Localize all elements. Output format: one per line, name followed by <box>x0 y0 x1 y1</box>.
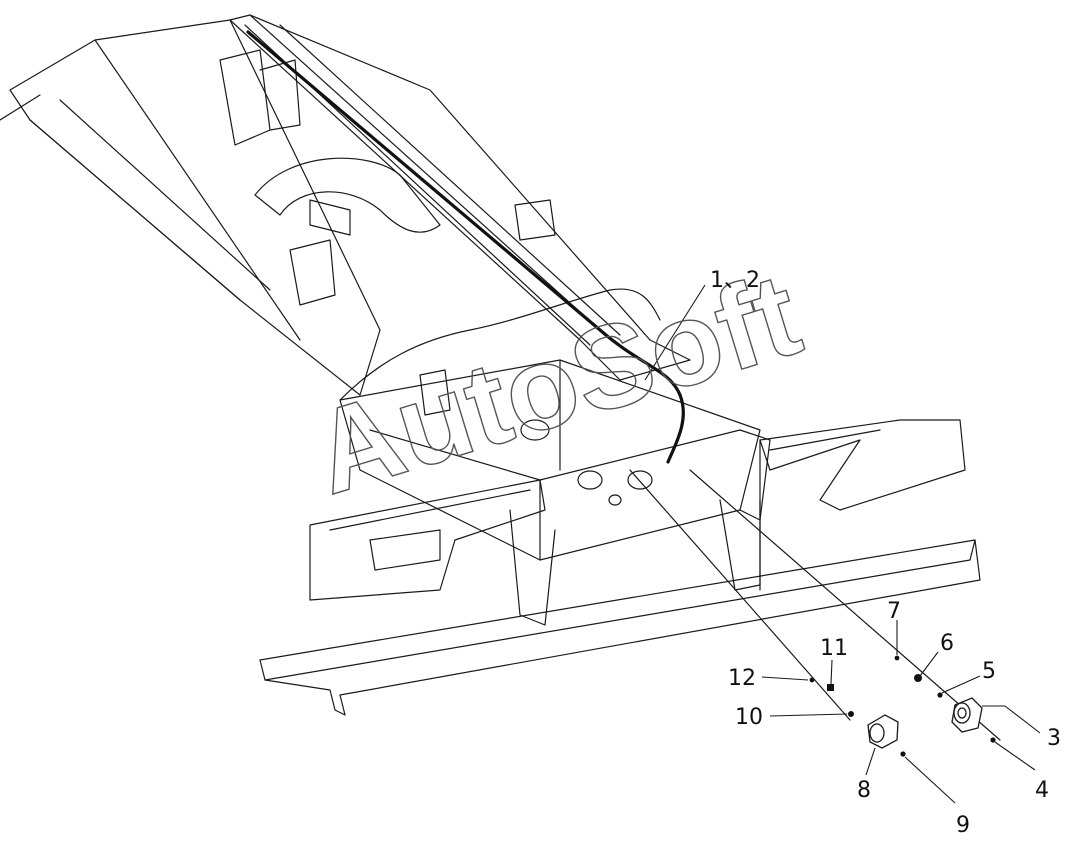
callout-6: 6 <box>940 631 954 656</box>
callout-3: 3 <box>1047 726 1061 751</box>
part-4-bolt <box>990 737 996 743</box>
leader-1-2 <box>644 284 706 381</box>
callout-10: 10 <box>735 705 763 730</box>
part-10-washer <box>848 711 854 717</box>
wire-harness <box>246 30 685 464</box>
right-outrigger <box>759 419 966 511</box>
explode-center-lines <box>629 439 1001 741</box>
bottom-channel-rail <box>259 539 981 716</box>
callout-leaders <box>644 284 1041 804</box>
part-12-washer <box>809 677 815 683</box>
rail-brackets <box>219 49 556 416</box>
cross-member <box>254 157 441 236</box>
part-11-nut <box>827 684 834 691</box>
leader-6 <box>919 651 939 677</box>
leader-11 <box>830 659 833 685</box>
leader-10 <box>769 713 848 717</box>
callout-8: 8 <box>857 778 871 803</box>
leader-5 <box>941 675 981 694</box>
leader-8 <box>865 747 876 776</box>
left-outrigger <box>309 479 546 601</box>
rear-cross-beam <box>339 359 771 561</box>
callout-1-2: 1、2 <box>710 268 760 293</box>
callout-12: 12 <box>728 666 756 691</box>
callout-4: 4 <box>1035 778 1049 803</box>
break-line <box>339 288 661 401</box>
part-5-washer <box>937 692 943 698</box>
callout-5: 5 <box>982 659 996 684</box>
part-8-lamp <box>867 714 899 749</box>
left-frame-rail <box>0 19 381 396</box>
part-3-lamp <box>951 697 983 733</box>
lamp-housings <box>867 697 983 749</box>
callout-9: 9 <box>956 813 970 838</box>
part-7-washer <box>894 655 900 661</box>
callout-7: 7 <box>887 599 901 624</box>
leader-9 <box>904 756 956 804</box>
leader-12 <box>761 676 809 681</box>
leader-3 <box>982 705 1041 734</box>
callout-11: 11 <box>820 636 848 661</box>
leader-4 <box>994 741 1036 771</box>
fasteners <box>809 655 996 757</box>
part-9-bolt <box>900 751 906 757</box>
support-legs <box>509 499 761 626</box>
